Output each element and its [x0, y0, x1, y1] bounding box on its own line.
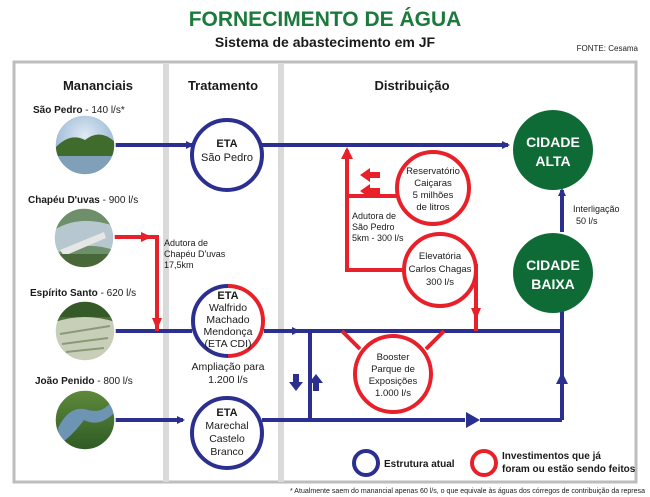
ampliacao-line-1: Ampliação para	[192, 361, 265, 373]
svg-text:São Pedro: São Pedro	[201, 152, 253, 164]
direction-arrow-icons	[289, 374, 323, 391]
legend: Estrutura atual Investimentos que já for…	[352, 449, 636, 477]
svg-text:BAIXA: BAIXA	[531, 276, 575, 292]
column-header-mananciais: Mananciais	[63, 78, 133, 93]
down-arrow-icon	[289, 374, 303, 391]
label-adutora-chapeu: Adutora de Chapéu D'uvas 17,5km	[164, 238, 226, 270]
svg-text:Elevatória: Elevatória	[419, 251, 462, 262]
photo-joao-penido	[54, 389, 116, 451]
legend-investimentos-line-1: Investimentos que já	[502, 451, 601, 462]
page-title: FORNECIMENTO DE ÁGUA	[189, 8, 462, 31]
svg-text:Branco: Branco	[210, 446, 243, 458]
photo-sao-pedro	[54, 114, 116, 176]
svg-text:CIDADE: CIDADE	[526, 134, 580, 150]
node-reservatorio: Reservatório Caiçaras 5 milhões de litro…	[395, 150, 471, 226]
svg-text:Adutora de: Adutora de	[352, 211, 396, 221]
source-label-chapeu-duvas: Chapéu D'uvas - 900 l/s	[28, 195, 138, 206]
svg-text:Mendonça: Mendonça	[203, 326, 252, 338]
svg-text:ALTA: ALTA	[535, 153, 570, 169]
svg-text:1.000 l/s: 1.000 l/s	[375, 388, 411, 399]
svg-text:CIDADE: CIDADE	[526, 257, 580, 273]
svg-text:ETA: ETA	[216, 138, 237, 150]
svg-text:de litros: de litros	[416, 202, 450, 213]
svg-text:ETA: ETA	[216, 407, 237, 419]
red-arrows	[141, 147, 481, 330]
legend-blue-swatch	[352, 449, 380, 477]
svg-text:5km - 300 l/s: 5km - 300 l/s	[352, 233, 404, 243]
svg-text:5 milhões: 5 milhões	[413, 190, 454, 201]
divider-1	[163, 64, 169, 482]
outer-frame	[12, 60, 638, 484]
svg-text:(ETA CDI): (ETA CDI)	[204, 338, 251, 350]
ampliacao-line-2: 1.200 l/s	[208, 374, 248, 386]
node-elevatoria: Elevatória Carlos Chagas 300 l/s	[402, 232, 478, 308]
source-label-sao-pedro: São Pedro - 140 l/s*	[33, 105, 125, 116]
legend-investimentos-line-2: foram ou estão sendo feitos	[502, 464, 636, 475]
node-eta-walfrido: ETA Walfrido Machado Mendonça (ETA CDI)	[191, 284, 265, 358]
legend-atual-label: Estrutura atual	[384, 459, 455, 470]
svg-text:Parque de: Parque de	[371, 364, 415, 375]
svg-text:Carlos Chagas: Carlos Chagas	[409, 264, 472, 275]
column-header-tratamento: Tratamento	[188, 78, 258, 93]
blue-pipes	[85, 141, 566, 424]
page-subtitle: Sistema de abastecimento em JF	[215, 34, 436, 50]
up-arrow-icon	[309, 374, 323, 391]
svg-text:Interligação: Interligação	[573, 204, 620, 214]
node-booster: Booster Parque de Exposições 1.000 l/s	[353, 334, 433, 414]
node-cidade-baixa: CIDADE BAIXA	[513, 233, 593, 313]
photo-chapeu-duvas	[53, 207, 115, 269]
svg-text:Caiçaras: Caiçaras	[414, 178, 452, 189]
node-eta-marechal: ETA Marechal Castelo Branco	[190, 396, 264, 470]
footnote: * Atualmente saem do manancial apenas 60…	[290, 488, 645, 495]
svg-text:ETA: ETA	[217, 290, 238, 302]
source-credit: FONTE: Cesama	[577, 44, 639, 53]
svg-text:50 l/s: 50 l/s	[576, 216, 598, 226]
svg-text:Exposições: Exposições	[369, 376, 418, 387]
svg-text:Castelo: Castelo	[209, 433, 245, 445]
column-header-distribuicao: Distribuição	[374, 78, 449, 93]
node-cidade-alta: CIDADE ALTA	[513, 110, 593, 190]
svg-text:Booster: Booster	[377, 352, 410, 363]
source-label-joao-penido: João Penido - 800 l/s	[35, 376, 133, 387]
source-label-espirito-santo: Espírito Santo - 620 l/s	[30, 288, 136, 299]
left-arrow-icon	[360, 168, 380, 182]
svg-text:Reservatório: Reservatório	[406, 166, 460, 177]
left-arrow-icon	[360, 184, 380, 198]
svg-text:São Pedro: São Pedro	[352, 222, 395, 232]
svg-text:17,5km: 17,5km	[164, 260, 194, 270]
svg-text:Chapéu D'uvas: Chapéu D'uvas	[164, 249, 226, 259]
svg-text:Machado: Machado	[206, 314, 249, 326]
svg-text:Walfrido: Walfrido	[209, 302, 247, 314]
node-eta-sao-pedro: ETA São Pedro	[190, 118, 264, 192]
svg-text:300 l/s: 300 l/s	[426, 277, 454, 288]
legend-red-swatch	[470, 449, 498, 477]
divider-2	[278, 64, 284, 482]
svg-text:Adutora de: Adutora de	[164, 238, 208, 248]
svg-text:Marechal: Marechal	[205, 420, 248, 432]
photo-espirito-santo	[54, 300, 116, 362]
label-interligacao: Interligação 50 l/s	[573, 204, 620, 226]
label-adutora-sao-pedro: Adutora de São Pedro 5km - 300 l/s	[352, 211, 404, 243]
